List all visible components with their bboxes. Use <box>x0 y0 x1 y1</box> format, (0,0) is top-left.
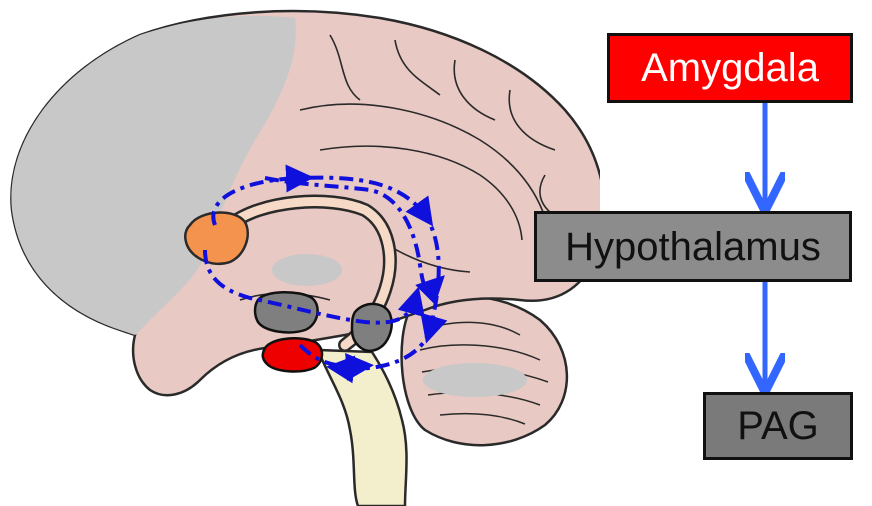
brainstem <box>316 348 408 506</box>
amygdala-label: Amygdala <box>641 46 819 90</box>
pag-label: PAG <box>737 404 819 448</box>
red-nucleus <box>261 337 324 373</box>
amygdala-box: Amygdala <box>607 33 853 103</box>
circuit-loop-bottom <box>298 343 374 381</box>
circuit-loop-inner <box>264 176 445 305</box>
thalamic-shaded-region <box>272 254 342 286</box>
orange-nucleus <box>184 211 249 265</box>
circuit-loop-outer <box>211 164 448 384</box>
gray-nucleus-right <box>350 302 393 353</box>
hypothalamus-label: Hypothalamus <box>565 224 821 269</box>
pag-box: PAG <box>703 392 853 460</box>
hypothalamus-box: Hypothalamus <box>534 211 852 282</box>
frontal-shaded-region <box>11 15 296 335</box>
brain-sagittal-illustration <box>10 9 600 506</box>
circuit-loop-lower <box>203 249 425 325</box>
cerebellum-shaded-region <box>423 363 527 397</box>
